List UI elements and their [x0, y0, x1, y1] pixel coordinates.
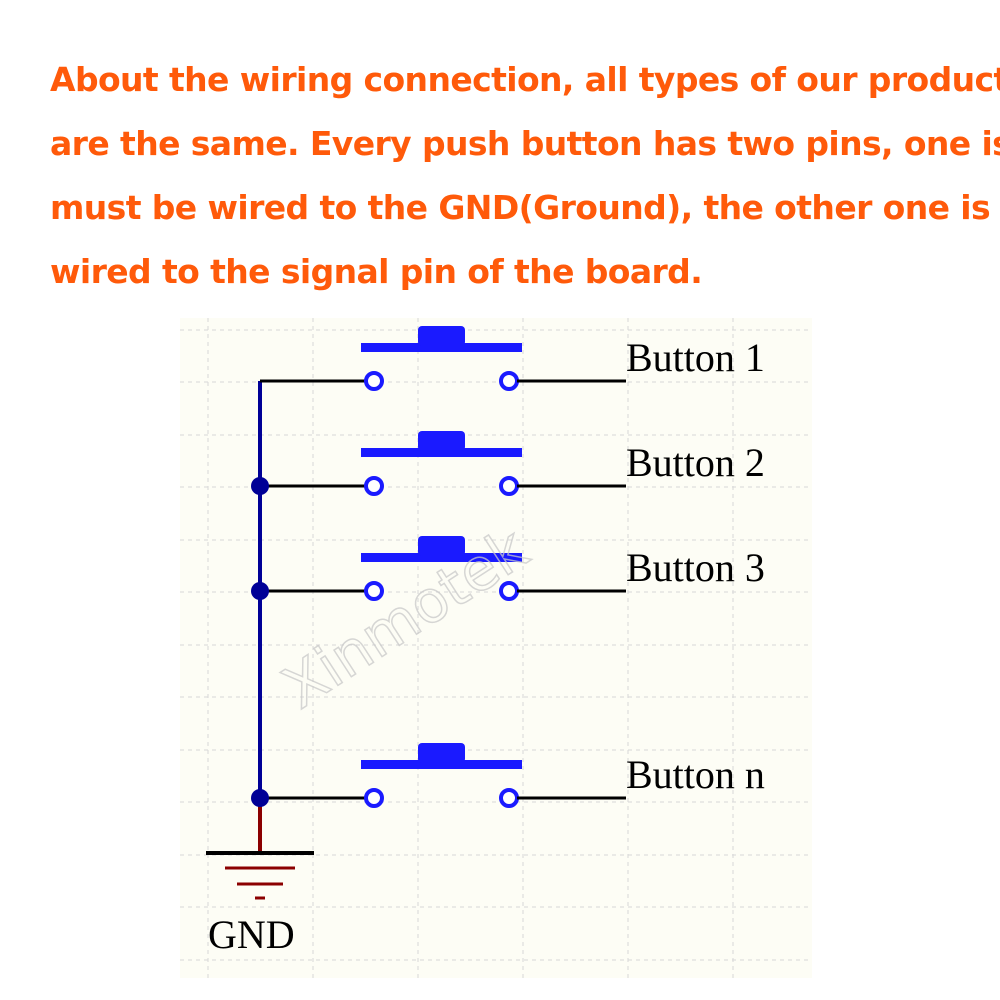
junction-dot-3 [251, 582, 269, 600]
junction-dot-2 [251, 477, 269, 495]
pin-signal-1 [499, 371, 519, 391]
pin-gnd-3 [364, 581, 384, 601]
button-3-label: Button 3 [626, 545, 765, 590]
intro-line-1: About the wiring connection, all types o… [50, 60, 1000, 99]
pin-signal-2 [499, 476, 519, 496]
pin-gnd-2 [364, 476, 384, 496]
push-button-3 [251, 536, 626, 601]
pin-signal-n [499, 788, 519, 808]
switch-actuator-2 [418, 431, 465, 451]
button-1-label: Button 1 [626, 335, 765, 380]
push-button-2 [251, 431, 626, 496]
schematic-paper [180, 318, 812, 978]
switch-actuator-1 [418, 326, 465, 346]
button-n-label: Button n [626, 752, 765, 797]
intro-line-3: must be wired to the GND(Ground), the ot… [50, 188, 991, 227]
intro-line-2: are the same. Every push button has two … [50, 124, 1000, 163]
push-button-n [251, 743, 626, 808]
switch-bar-3 [361, 553, 522, 562]
intro-text: About the wiring connection, all types o… [50, 48, 1000, 304]
gnd-label: GND [208, 912, 295, 957]
push-button-1 [260, 326, 626, 391]
switch-actuator-n [418, 743, 465, 763]
switch-bar-n [361, 760, 522, 769]
ground-symbol [206, 851, 314, 900]
switch-actuator-3 [418, 536, 465, 556]
switch-bar-1 [361, 343, 522, 352]
pin-gnd-1 [364, 371, 384, 391]
intro-line-4: wired to the signal pin of the board. [50, 252, 703, 291]
junction-dot-n [251, 789, 269, 807]
switch-bar-2 [361, 448, 522, 457]
button-2-label: Button 2 [626, 440, 765, 485]
pin-gnd-n [364, 788, 384, 808]
